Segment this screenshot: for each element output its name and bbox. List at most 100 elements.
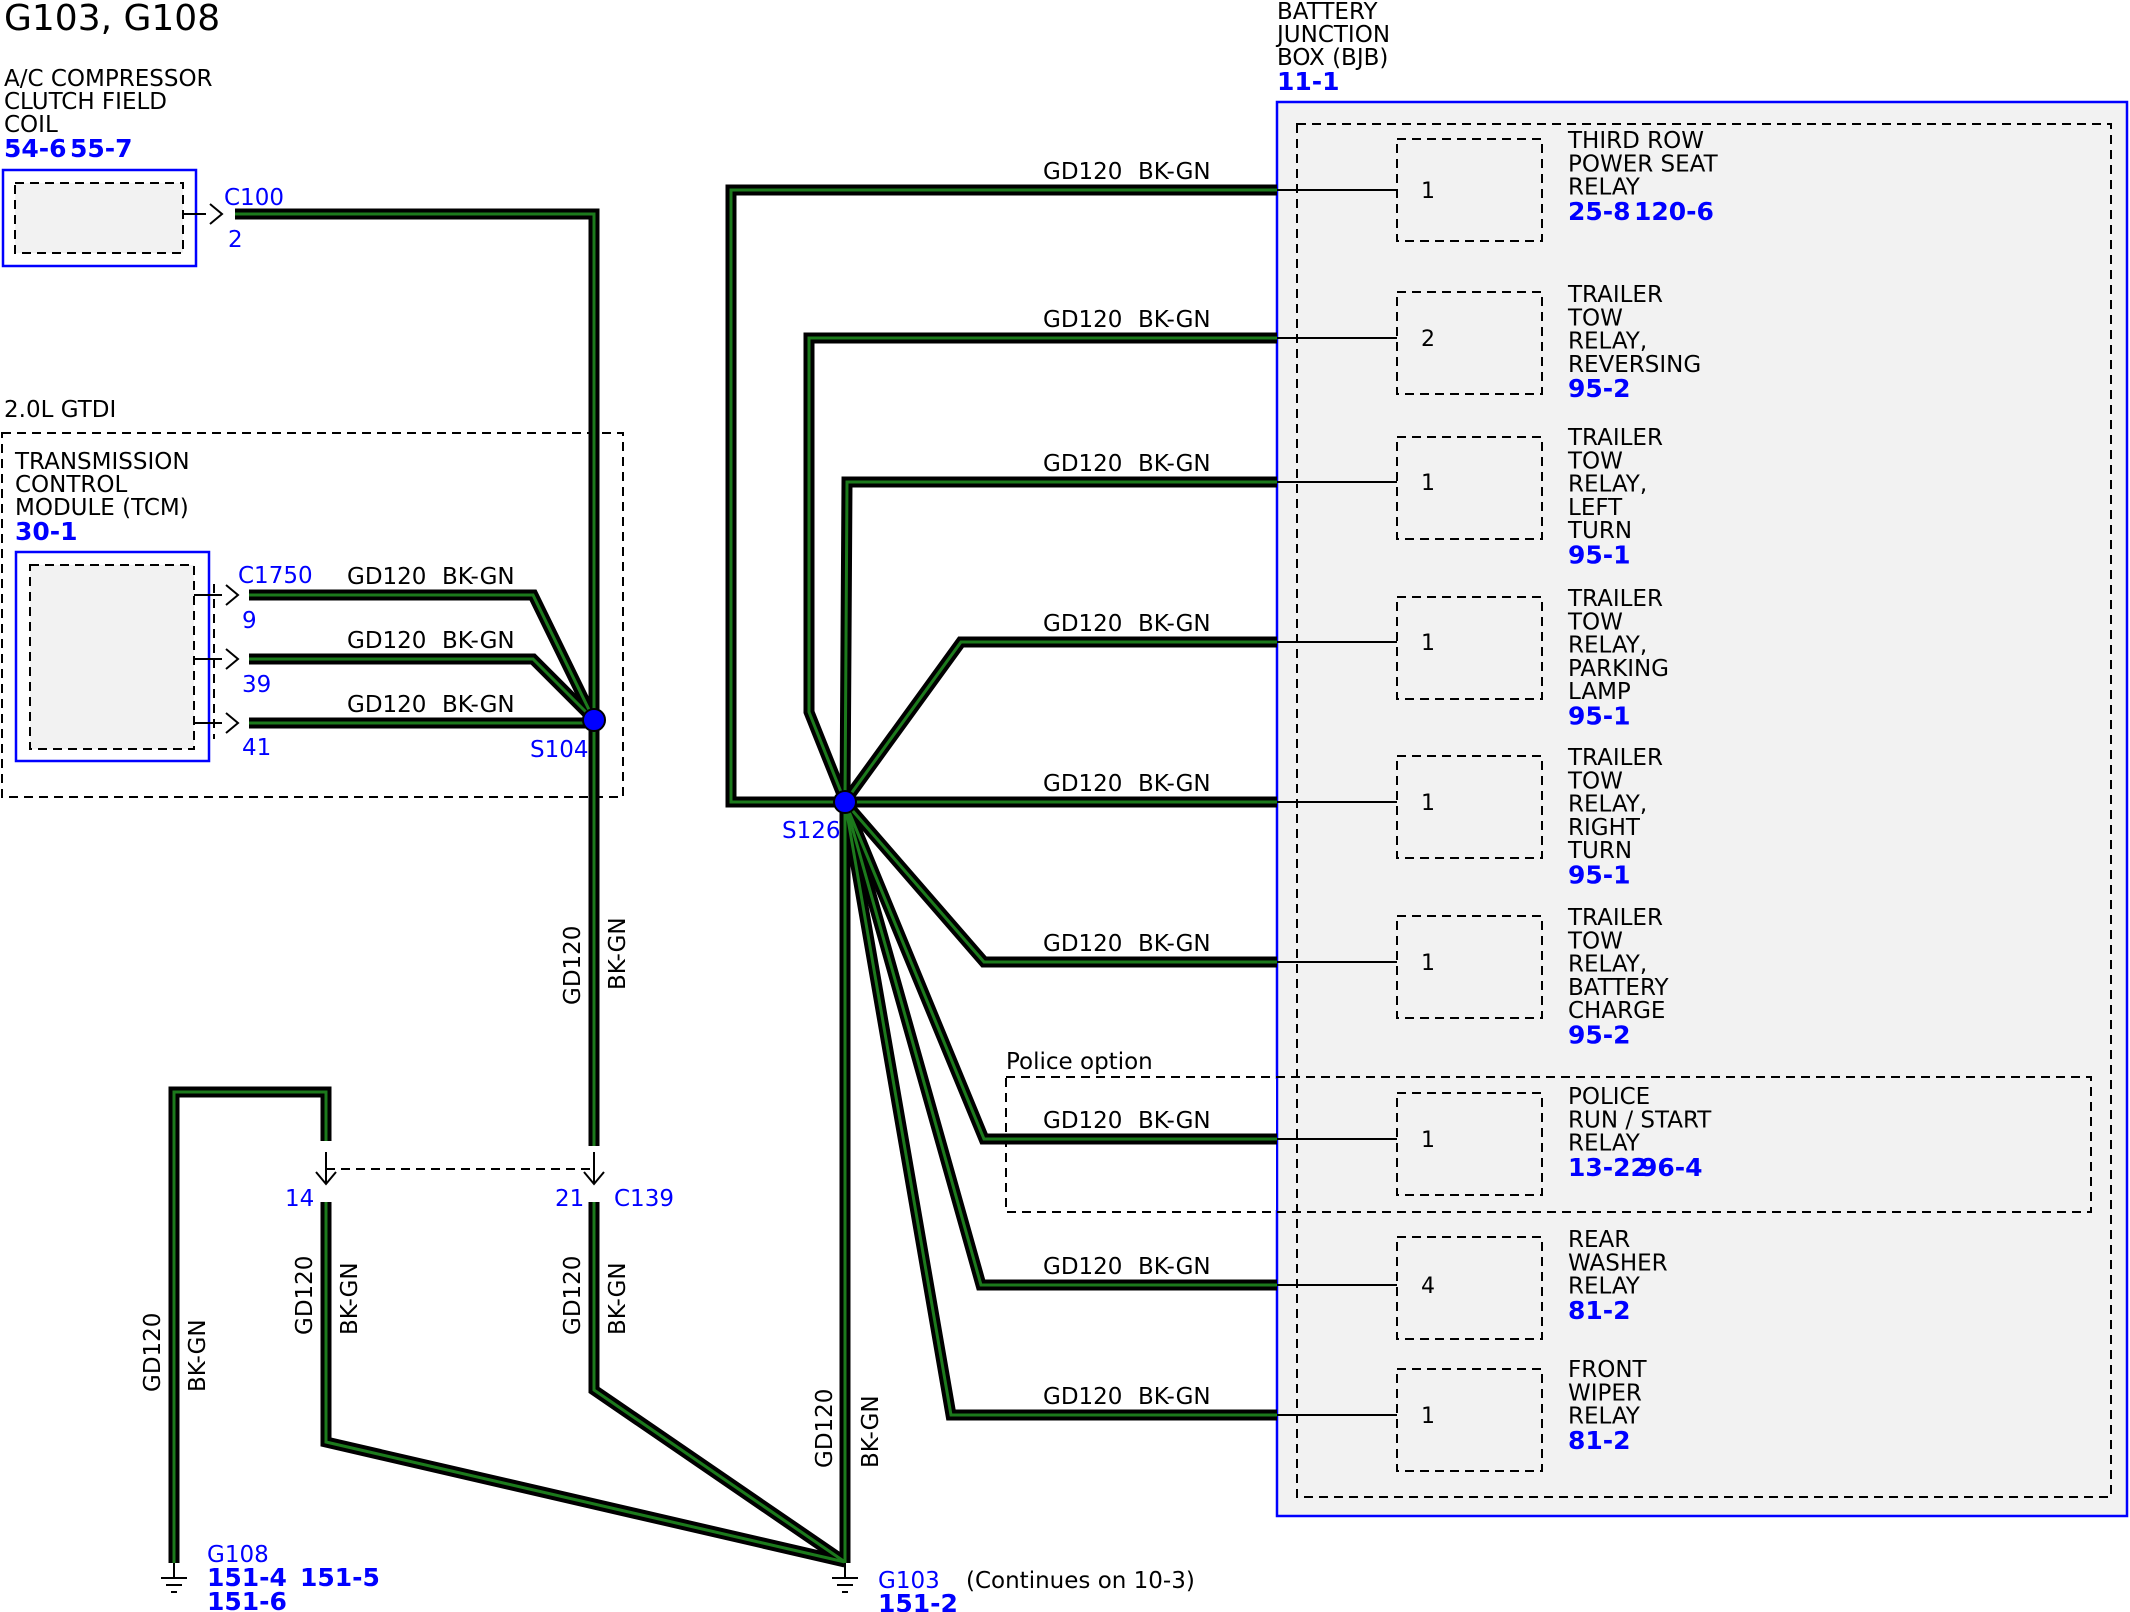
ac-component-box (1, 168, 198, 268)
wire-color-label: BK-GN (1138, 451, 1211, 477)
wire-stripe (843, 640, 1277, 803)
connector-c100[interactable]: C100 (224, 185, 284, 211)
relay-ref-link[interactable]: 81-2 (1568, 1426, 1631, 1455)
relay-label-line: REVERSING (1568, 352, 1701, 378)
connector-pin: 14 (285, 1186, 314, 1212)
wire-circuit-label: GD120 (560, 1256, 586, 1335)
relay-ref-link[interactable]: 95-2 (1568, 374, 1631, 403)
wire (803, 332, 1277, 805)
wire-circuit-label: GD120 (560, 926, 586, 1005)
wire-color-label: BK-GN (605, 917, 631, 990)
ground-ref-link[interactable]: 151-6 (207, 1587, 287, 1612)
relay-pin: 1 (1421, 791, 1435, 816)
relay-label-line: TRAILER (1567, 586, 1663, 612)
relay-box (1396, 915, 1543, 1019)
connector-c1750[interactable]: C1750 (238, 563, 313, 589)
relay-label-line: TRAILER (1567, 282, 1663, 308)
relay-label-line: TRAILER (1567, 905, 1663, 931)
relay-pin: 1 (1421, 1128, 1435, 1153)
ac-compressor-component: A/C COMPRESSOR CLUTCH FIELD COIL 54-6 55… (1, 66, 284, 268)
wire-harness (168, 184, 1277, 1568)
ac-ref-link[interactable]: 54-6 (4, 134, 67, 163)
wire-stripe (249, 657, 596, 722)
relay-ref-link[interactable]: 25-8 (1568, 197, 1631, 226)
wire-circuit-label: GD120 (1043, 1384, 1122, 1410)
relay-box (1396, 291, 1543, 395)
relay-ref-link[interactable]: 95-2 (1568, 1021, 1631, 1050)
splice-s104-dot[interactable] (582, 708, 606, 732)
relay-label-line: RUN / START (1568, 1107, 1712, 1133)
relay-label-line: TOW (1567, 928, 1623, 954)
relay-ref-link[interactable]: 13-22 (1568, 1153, 1648, 1182)
tcm-label-line-3: MODULE (TCM) (15, 495, 189, 521)
wire-color-label: BK-GN (1138, 611, 1211, 637)
relay-label-line: RELAY (1568, 1274, 1641, 1300)
ac-label-line-1: A/C COMPRESSOR (4, 66, 213, 92)
relay-ref-link[interactable]: 95-1 (1568, 702, 1631, 731)
tcm-ref-link[interactable]: 30-1 (15, 517, 78, 546)
relay-box (1396, 1368, 1543, 1472)
relay-ref-link[interactable]: 81-2 (1568, 1296, 1631, 1325)
tcm-variant-label: 2.0L GTDI (4, 397, 116, 423)
relay-pin: 1 (1421, 1404, 1435, 1429)
relay-label-line: TURN (1567, 838, 1632, 864)
wire-color-label: BK-GN (185, 1319, 211, 1392)
bjb-label-line-2: JUNCTION (1275, 22, 1390, 48)
tcm-component-box (14, 550, 211, 763)
relay-label-line: TURN (1567, 518, 1632, 544)
relay-ref-link[interactable]: 95-1 (1568, 541, 1631, 570)
splice-s104-label: S104 (530, 737, 589, 763)
relay-label-line: WASHER (1568, 1250, 1668, 1276)
wire-circuit-label: GD120 (1043, 307, 1122, 333)
relay-ref-link[interactable]: 95-1 (1568, 861, 1631, 890)
relay-label-line: RELAY, (1568, 329, 1647, 355)
relay-label-line: WIPER (1568, 1380, 1642, 1406)
bjb-ref-link[interactable]: 11-1 (1277, 67, 1340, 96)
connector-c139-group: 14 21 C139 (285, 1141, 674, 1212)
ground-g103: G103 151-2 (Continues on 10-3) (832, 1563, 1195, 1612)
police-option-label: Police option (1006, 1049, 1153, 1075)
relay-label-line: LAMP (1568, 679, 1631, 705)
relay-label-line: RELAY, (1568, 472, 1647, 498)
relay-box (1396, 755, 1543, 859)
splice-s126-dot[interactable] (833, 790, 857, 814)
wire-stripe (843, 801, 1277, 964)
bjb-inner-border (1296, 123, 2112, 1498)
ac-label-line-3: COIL (4, 112, 58, 138)
relay-box (1396, 1092, 1543, 1196)
wire-circuit-label: GD120 (1043, 451, 1122, 477)
relay-label-line: BATTERY (1568, 975, 1669, 1001)
connector-arrow-icon (225, 648, 240, 670)
wire-color-label: BK-GN (442, 564, 515, 590)
relay-label-line: TOW (1567, 609, 1623, 635)
wire (235, 208, 600, 1146)
wire-circuit-label: GD120 (1043, 1108, 1122, 1134)
relay-label-line: TOW (1567, 305, 1623, 331)
ac-ref-link[interactable]: 55-7 (70, 134, 133, 163)
bjb-label-line-1: BATTERY (1277, 0, 1378, 25)
relay-ref-link[interactable]: 96-4 (1640, 1153, 1703, 1182)
connector-arrow-icon (225, 712, 240, 734)
wire-color-label: BK-GN (1138, 771, 1211, 797)
wire-color-label: BK-GN (1138, 159, 1211, 185)
relay-pin: 1 (1421, 631, 1435, 656)
wire-stripe (807, 336, 1277, 803)
ground-ref-link[interactable]: 151-5 (300, 1563, 380, 1592)
connector-c139[interactable]: C139 (614, 1186, 674, 1212)
wire-color-label: BK-GN (858, 1395, 884, 1468)
tcm-component-inner (29, 564, 195, 750)
relay-label-line: CHARGE (1568, 998, 1665, 1024)
ground-g103-label: G103 (878, 1568, 940, 1594)
wire-color-label: BK-GN (1138, 1384, 1211, 1410)
wire-circuit-label: GD120 (347, 564, 426, 590)
relay-label-line: TOW (1567, 768, 1623, 794)
ground-ref-link[interactable]: 151-4 (207, 1563, 287, 1592)
ground-ref-link[interactable]: 151-2 (878, 1589, 958, 1612)
relay-ref-link[interactable]: 120-6 (1634, 197, 1714, 226)
